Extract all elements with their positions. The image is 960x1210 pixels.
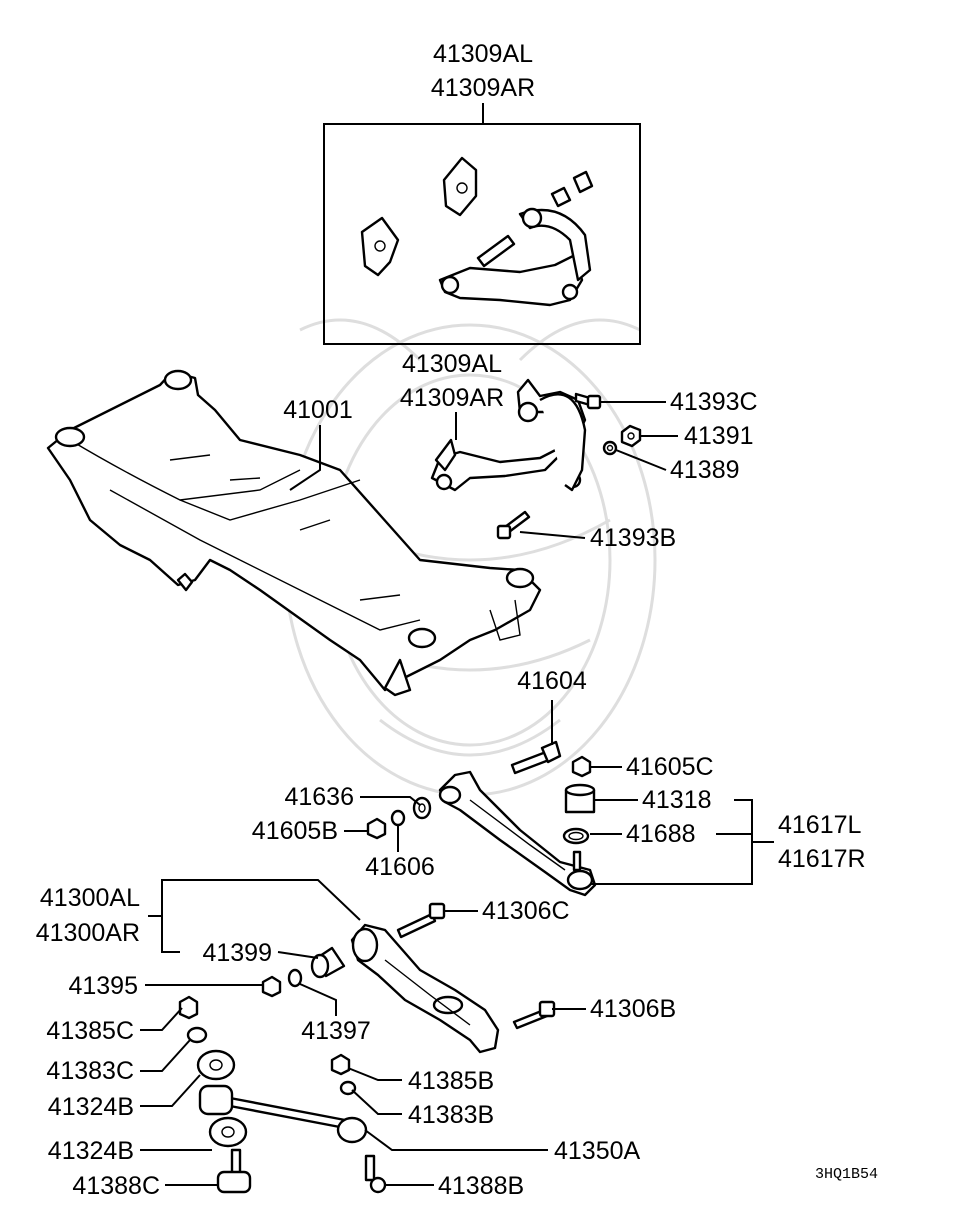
nut-41395: [261, 975, 282, 998]
bushing-41318: [564, 783, 596, 814]
nut-41385c: [178, 995, 199, 1020]
diagram-code: 3HQ1B54: [815, 1166, 878, 1183]
callout-nut-605c: 41605C: [626, 753, 714, 781]
callout-rod-350a: 41350A: [554, 1137, 641, 1165]
bolt-41388c: [216, 1148, 252, 1194]
callout-ring-688: 41688: [626, 820, 696, 848]
washer-41606: [390, 809, 406, 827]
callout-bolt-306c: 41306C: [482, 897, 570, 925]
inset-box: [323, 103, 641, 345]
washer-41383c: [186, 1026, 208, 1044]
upper-arm-41309: [430, 378, 587, 492]
bushing-41399: [310, 946, 346, 979]
bolt-41393b: [496, 510, 531, 540]
callout-bushing-324b-b: 41324B: [48, 1137, 134, 1165]
callout-assy-300ar: 41300AR: [36, 919, 140, 947]
lower-arm-41300: [350, 923, 500, 1054]
callout-inset-top-r: 41309AR: [431, 74, 535, 102]
callout-washer-383b: 41383B: [408, 1101, 494, 1129]
bushing-41324b-upper: [196, 1049, 236, 1081]
bolt-41306b: [512, 1000, 556, 1030]
callout-washer-a: 41389: [670, 456, 740, 484]
bolt-41604: [510, 740, 562, 775]
inset-arm-drawing: [360, 156, 594, 307]
washer-41383b: [339, 1080, 357, 1096]
callout-nut-395: 41395: [68, 972, 138, 1000]
nut-41605c: [571, 755, 592, 778]
callout-washer-606: 41606: [365, 853, 435, 881]
callout-assy-617r: 41617R: [778, 845, 866, 873]
nut-41605b: [366, 817, 387, 840]
callout-nut-385c: 41385C: [46, 1017, 134, 1045]
washer-41397: [287, 968, 303, 988]
bolt-41306c: [396, 902, 446, 939]
callout-bolt-604: 41604: [517, 667, 587, 695]
callout-assy-617l: 41617L: [778, 811, 862, 839]
callout-labels: 41309AL 41309AR 41309AL 41309AR 41001 41…: [36, 40, 878, 1200]
nut-41385b: [330, 1053, 351, 1076]
nut-41391: [620, 424, 642, 448]
bolt-41388b: [364, 1154, 387, 1194]
callout-bushing-399: 41399: [202, 939, 272, 967]
callout-arm-upper-l: 41309AL: [402, 350, 502, 378]
callout-bushing-318: 41318: [642, 786, 712, 814]
callout-nut-605b: 41605B: [252, 817, 338, 845]
callout-crossmember: 41001: [283, 396, 353, 424]
callout-bolt-306b: 41306B: [590, 995, 676, 1023]
rod-41350a: [198, 1084, 368, 1144]
callout-assy-300al: 41300AL: [40, 884, 140, 912]
callout-bolt-b: 41393B: [590, 524, 676, 552]
callout-inset-top-l: 41309AL: [433, 40, 533, 68]
stud-41617: [572, 850, 582, 872]
callout-washer-383c: 41383C: [46, 1057, 134, 1085]
ring-41688: [562, 827, 590, 845]
callout-washer-397: 41397: [301, 1017, 371, 1045]
callout-arm-upper-r: 41309AR: [400, 384, 504, 412]
bushing-41324b-lower: [208, 1116, 248, 1148]
callout-bolt-388b: 41388B: [438, 1172, 524, 1200]
callout-bushing-324b-a: 41324B: [48, 1093, 134, 1121]
washer-41389: [602, 440, 618, 456]
callout-nut-a: 41391: [684, 422, 754, 450]
crossmember-41001: [46, 369, 542, 697]
callout-bolt-c: 41393C: [670, 388, 758, 416]
callout-bolt-388c: 41388C: [72, 1172, 160, 1200]
leader-lines: [140, 401, 774, 1186]
callout-nut-385b: 41385B: [408, 1067, 494, 1095]
callout-washer-636: 41636: [284, 783, 354, 811]
